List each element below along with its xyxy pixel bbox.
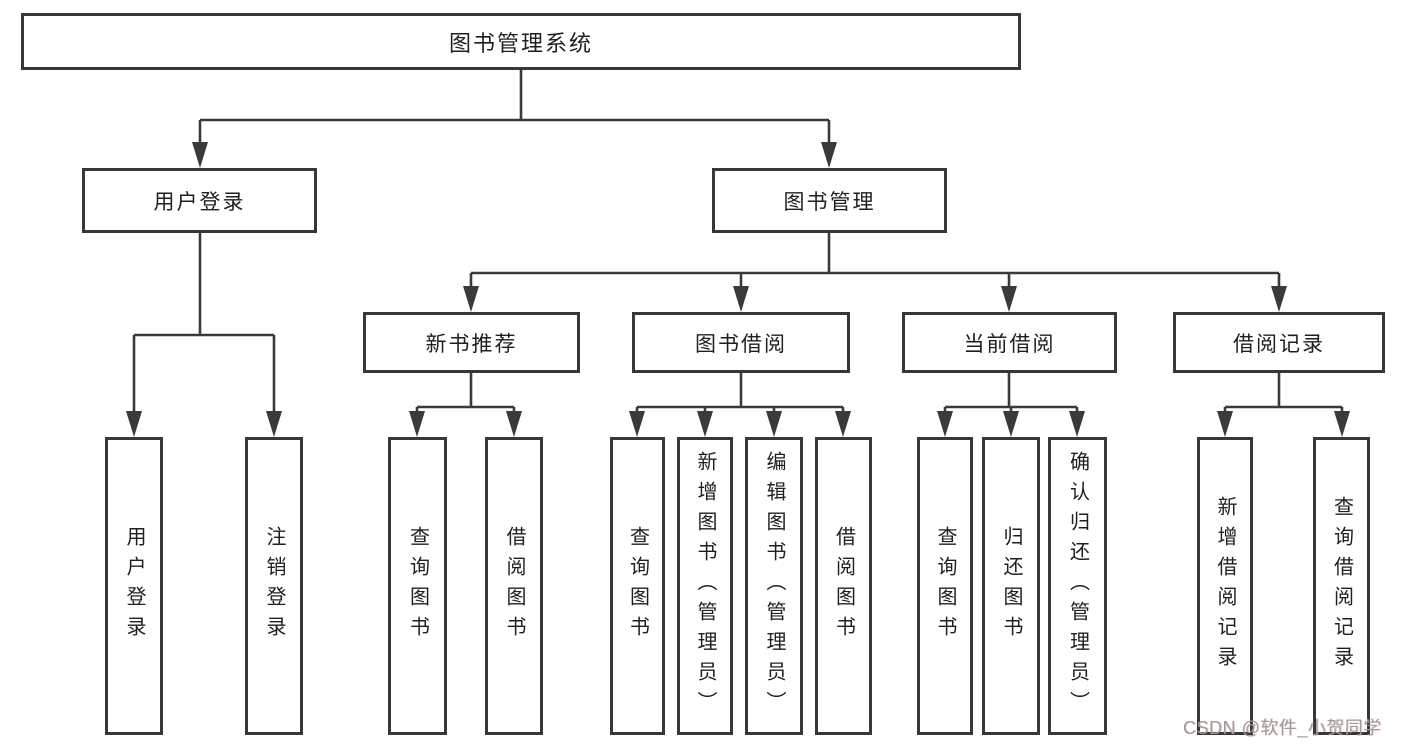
leaf-recommend-query-books: 查询图书 bbox=[388, 437, 447, 735]
arrow-icon bbox=[266, 411, 282, 437]
connector-leaf-stubs bbox=[415, 407, 1344, 412]
leaf-return-book: 归还图书 bbox=[982, 437, 1040, 735]
watermark: CSDN @软件_小贺同学 bbox=[1183, 718, 1382, 738]
node-root-label: 图书管理系统 bbox=[448, 30, 593, 56]
leaf-edit-book-admin: 编辑图书（管理员） bbox=[745, 437, 803, 735]
node-user-login: 用户登录 bbox=[82, 168, 317, 233]
arrow-icon bbox=[463, 286, 479, 312]
leaf-current-query-books: 查询图书 bbox=[917, 437, 973, 735]
arrow-icon bbox=[192, 142, 208, 168]
arrow-icon bbox=[629, 411, 645, 437]
leaf-borrowing-borrow-books-label: 借阅图书 bbox=[832, 526, 855, 646]
leaf-recommend-query-books-label: 查询图书 bbox=[406, 526, 429, 646]
node-new-book-recommend-label: 新书推荐 bbox=[425, 332, 518, 356]
leaf-query-borrow-record-label: 查询借阅记录 bbox=[1330, 496, 1353, 676]
arrow-icon bbox=[1003, 411, 1019, 437]
leaf-recommend-borrow-books: 借阅图书 bbox=[485, 437, 543, 735]
arrow-icon bbox=[1001, 286, 1017, 312]
leaf-recommend-borrow-books-label: 借阅图书 bbox=[503, 526, 525, 646]
arrow-icon bbox=[506, 411, 522, 437]
arrow-icon bbox=[409, 411, 425, 437]
node-user-login-label: 用户登录 bbox=[153, 190, 246, 214]
leaf-return-book-label: 归还图书 bbox=[1000, 526, 1022, 646]
leaf-add-book-admin-label: 新增图书（管理员） bbox=[694, 451, 716, 721]
connector-root-to-level2 bbox=[198, 70, 831, 143]
leaf-query-borrow-record: 查询借阅记录 bbox=[1313, 437, 1370, 735]
node-new-book-recommend: 新书推荐 bbox=[363, 312, 580, 373]
leaf-logout-label: 注销登录 bbox=[263, 526, 285, 646]
leaf-add-borrow-record: 新增借阅记录 bbox=[1197, 437, 1253, 735]
leaf-current-query-books-label: 查询图书 bbox=[934, 526, 956, 646]
leaf-borrowing-query-books-label: 查询图书 bbox=[626, 526, 649, 646]
node-current-borrowing: 当前借阅 bbox=[902, 312, 1117, 373]
arrow-icon bbox=[821, 142, 837, 168]
arrow-icon bbox=[1069, 411, 1085, 437]
arrow-icon bbox=[1334, 411, 1350, 437]
node-book-management-label: 图书管理 bbox=[783, 190, 876, 214]
node-current-borrowing-label: 当前借阅 bbox=[963, 332, 1056, 356]
arrow-icon bbox=[835, 411, 851, 437]
connector-mgmt-to-modules bbox=[469, 233, 1281, 287]
node-book-borrowing: 图书借阅 bbox=[632, 312, 850, 373]
leaf-confirm-return-admin-label: 确认归还（管理员） bbox=[1066, 451, 1089, 721]
arrow-icon bbox=[766, 411, 782, 437]
leaf-user-login-label: 用户登录 bbox=[123, 526, 145, 646]
leaf-confirm-return-admin: 确认归还（管理员） bbox=[1048, 437, 1107, 735]
node-book-borrowing-label: 图书借阅 bbox=[695, 332, 787, 356]
node-book-management: 图书管理 bbox=[712, 168, 947, 233]
leaf-borrowing-borrow-books: 借阅图书 bbox=[815, 437, 872, 735]
node-borrow-records-label: 借阅记录 bbox=[1233, 332, 1325, 356]
connector-module-stubs bbox=[469, 373, 1281, 407]
leaf-user-login: 用户登录 bbox=[105, 437, 163, 735]
leaf-add-book-admin: 新增图书（管理员） bbox=[677, 437, 733, 735]
arrow-icon bbox=[733, 286, 749, 312]
leaf-borrowing-query-books: 查询图书 bbox=[610, 437, 665, 735]
arrow-icon bbox=[697, 411, 713, 437]
leaf-edit-book-admin-label: 编辑图书（管理员） bbox=[763, 451, 785, 721]
node-root: 图书管理系统 bbox=[21, 13, 1021, 70]
connector-login-to-children bbox=[132, 233, 276, 412]
arrow-icon bbox=[126, 411, 142, 437]
arrow-icon bbox=[1271, 286, 1287, 312]
arrow-icon bbox=[937, 411, 953, 437]
leaf-add-borrow-record-label: 新增借阅记录 bbox=[1214, 496, 1236, 676]
arrow-icon bbox=[1217, 411, 1233, 437]
leaf-logout: 注销登录 bbox=[245, 437, 303, 735]
node-borrow-records: 借阅记录 bbox=[1173, 312, 1385, 373]
